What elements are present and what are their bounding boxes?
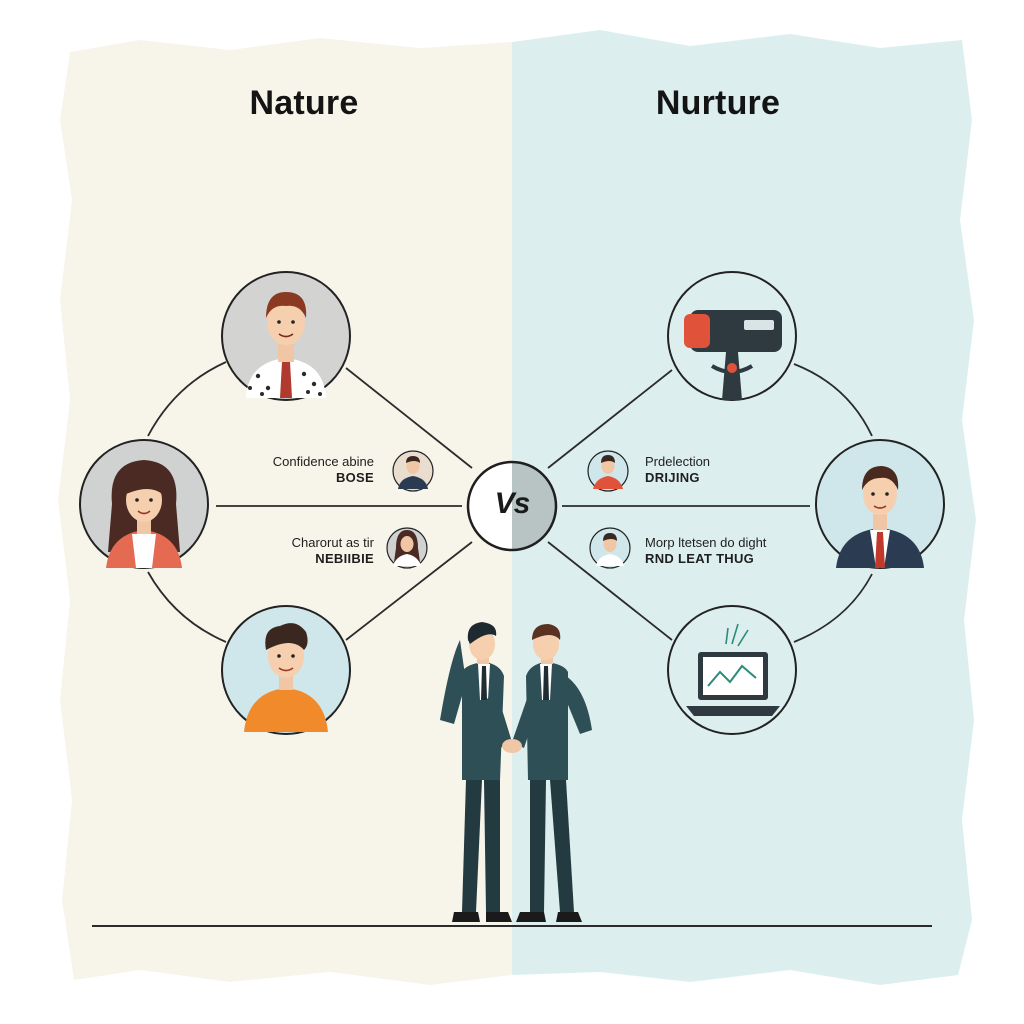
- two-businessmen-handshake-icon: [440, 622, 592, 922]
- nurture-label-2-line2: RND LEAT THUG: [645, 551, 755, 566]
- nurture-label-1-line2: DRIJING: [645, 470, 700, 485]
- nurture-line-upper: [547, 369, 673, 469]
- right-panel-background: [512, 30, 976, 985]
- nurture-connector-top: [793, 363, 873, 437]
- nature-label-2: Charorut as tir NEBIIBIE: [214, 535, 374, 567]
- nature-connector-bottom: [147, 571, 227, 643]
- nature-title: Nature: [249, 84, 359, 122]
- nature-label-1-line2: BOSE: [335, 470, 374, 485]
- nurture-connector-bottom: [793, 573, 873, 643]
- nature-label-1-line1: Confidence abine: [272, 454, 374, 469]
- small-woman-avatar-icon: [386, 527, 428, 569]
- woman-long-hair-avatar-icon: [79, 439, 209, 569]
- left-panel-background: [58, 38, 512, 985]
- vs-label: Vs: [494, 487, 531, 520]
- small-girl-avatar-icon: [589, 527, 631, 569]
- businessman-suit-avatar-icon: [815, 439, 945, 569]
- nurture-line-lower: [547, 541, 673, 641]
- nature-label-2-line1: Charorut as tir: [291, 535, 374, 550]
- vr-headset-icon: [667, 271, 797, 401]
- small-man-avatar-icon: [392, 450, 434, 492]
- nurture-label-2: Morp ltetsen do dight RND LEAT THUG: [645, 535, 845, 567]
- nurture-label-1-line1: Prdelection: [645, 454, 711, 469]
- small-boy-avatar-icon: [587, 450, 629, 492]
- nurture-label-2-line1: Morp ltetsen do dight: [645, 535, 767, 550]
- boy-orange-shirt-avatar-icon: [221, 605, 351, 735]
- nurture-label-1: Prdelection DRIJING: [645, 454, 845, 486]
- man-polka-dot-shirt-avatar-icon: [221, 271, 351, 401]
- nature-line-upper: [345, 367, 473, 469]
- vs-circle: [466, 460, 558, 552]
- nature-line-lower: [345, 541, 473, 641]
- nature-label-2-line2: NEBIIBIE: [315, 551, 374, 566]
- nature-label-1: Confidence abine BOSE: [214, 454, 374, 486]
- nurture-title: Nurture: [655, 84, 781, 122]
- nature-connector-top: [147, 361, 227, 437]
- laptop-chart-icon: [667, 605, 797, 735]
